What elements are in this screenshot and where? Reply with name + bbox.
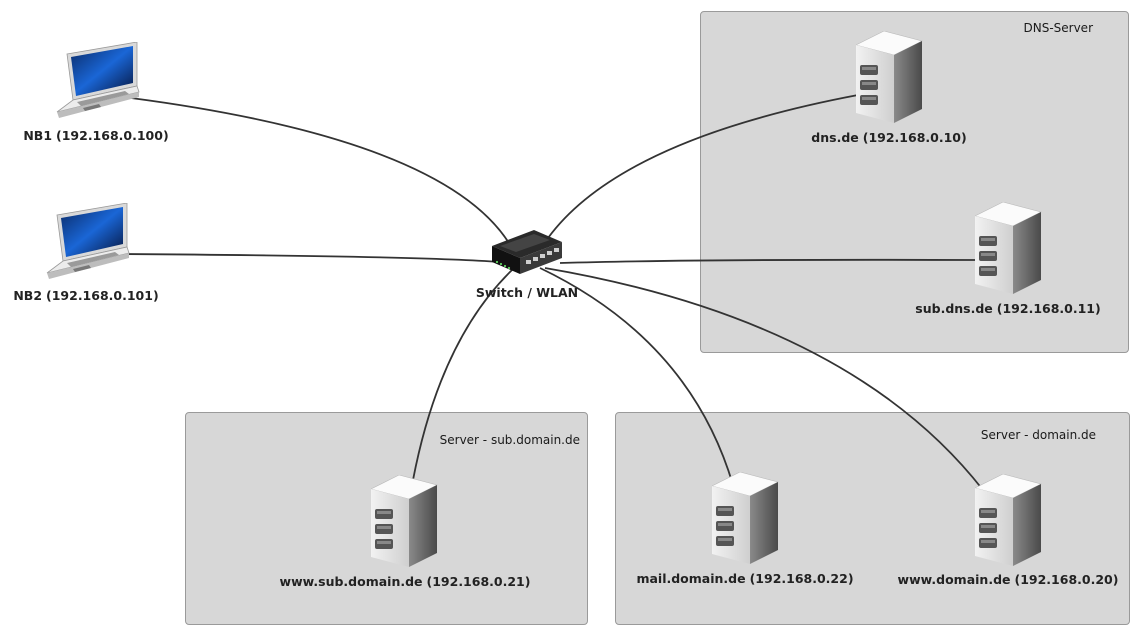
switch-icon [492, 230, 562, 274]
group-server-sub-domain: Server - sub.domain.de [185, 412, 588, 625]
server-icon [856, 31, 923, 124]
server-icon [975, 474, 1042, 567]
sub-dns-label: sub.dns.de (192.168.0.11) [915, 301, 1100, 316]
www-label: www.domain.de (192.168.0.20) [898, 572, 1119, 587]
server-icon [975, 202, 1042, 295]
dns-label: dns.de (192.168.0.10) [811, 130, 966, 145]
laptop-icon [46, 203, 130, 280]
server-icon [371, 475, 438, 568]
group-title-dns-server: DNS-Server [1023, 21, 1093, 35]
switch-label: Switch / WLAN [476, 285, 578, 300]
www-sub-label: www.sub.domain.de (192.168.0.21) [280, 574, 531, 589]
nb1-ip: (192.168.0.100) [56, 128, 169, 143]
server-icon [712, 472, 779, 565]
group-title-sub-domain: Server - sub.domain.de [439, 433, 580, 447]
www-sub-ip: (192.168.0.21) [426, 574, 531, 589]
sub-dns-ip: (192.168.0.11) [996, 301, 1101, 316]
switch-name: Switch / WLAN [475, 285, 579, 300]
link-wwwsub-switch [412, 269, 513, 481]
dns-name: dns.de [811, 130, 859, 145]
mail-name: mail.domain.de [636, 571, 746, 586]
link-mail-switch [539, 267, 734, 486]
mail-label: mail.domain.de (192.168.0.22) [636, 571, 853, 586]
nb2-label: NB2 (192.168.0.101) [13, 288, 158, 303]
link-nb1-switch [130, 97, 513, 249]
link-dns-switch [547, 94, 859, 239]
nb2-name: NB2 [13, 288, 43, 303]
www-name: www.domain.de [897, 572, 1011, 587]
group-server-domain: Server - domain.de [615, 412, 1130, 625]
group-title-domain: Server - domain.de [980, 428, 1096, 442]
link-subdns-switch [559, 258, 977, 264]
dns-ip: (192.168.0.10) [862, 130, 967, 145]
nb2-ip: (192.168.0.101) [46, 288, 159, 303]
laptop-icon [56, 42, 140, 119]
www-ip: (192.168.0.20) [1014, 572, 1119, 587]
sub-dns-name: sub.dns.de [915, 301, 993, 316]
link-www-switch [544, 267, 984, 491]
www-sub-name: www.sub.domain.de [279, 574, 423, 589]
nb1-name: NB1 [23, 128, 53, 143]
mail-ip: (192.168.0.22) [749, 571, 854, 586]
link-nb2-switch [120, 253, 501, 263]
nb1-label: NB1 (192.168.0.100) [23, 128, 168, 143]
